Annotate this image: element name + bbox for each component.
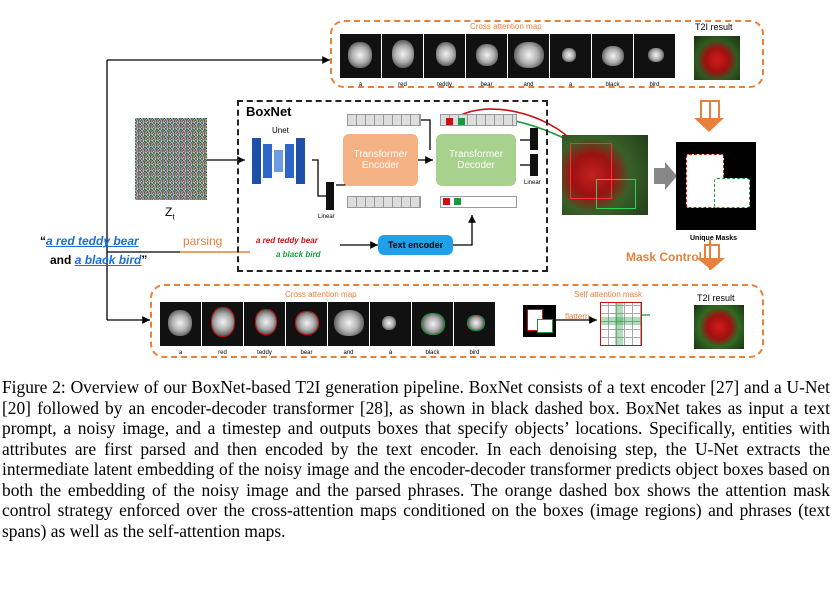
bottom-t2i-image — [694, 305, 744, 349]
mask-control-label: Mask Control — [626, 250, 703, 264]
attention-token-label: teddy — [437, 82, 452, 88]
unique-masks-label: Unique Masks — [690, 235, 738, 242]
orange-arrow-top-head — [694, 118, 724, 132]
attention-thumbnail — [634, 34, 675, 78]
top-attention-thumbnails: a red teddy bear and a black bird — [340, 34, 685, 94]
parsed-phrase-1: a red teddy bear — [256, 236, 318, 245]
top-attention-title: Cross attention map — [470, 22, 542, 31]
unique-masks-image — [676, 142, 756, 230]
bottom-attention-panel — [150, 284, 764, 358]
attention-thumbnail — [160, 302, 201, 346]
parsed-phrase-2: a black bird — [276, 250, 321, 259]
transformer-decoder: Transformer Decoder — [436, 134, 516, 186]
transformer-encoder: Transformer Encoder — [343, 134, 418, 186]
top-t2i-label: T2I result — [695, 22, 733, 32]
attention-token-label: black — [425, 350, 440, 356]
orange-arrow-bottom — [704, 244, 720, 262]
top-attention-panel — [330, 20, 764, 88]
attention-thumbnail — [328, 302, 369, 346]
unet-label: Unet — [272, 126, 289, 135]
unet-block — [250, 138, 312, 186]
attention-token-label: bear — [300, 350, 313, 356]
decoder-green-token — [458, 118, 465, 125]
attention-token-label: a — [358, 82, 363, 88]
attention-token-label: bird — [649, 82, 660, 88]
attention-thumbnail — [370, 302, 411, 346]
attention-thumbnail — [592, 34, 633, 78]
linear-bar-left — [326, 182, 334, 210]
attention-thumbnail — [244, 302, 285, 346]
decoder-red-token — [446, 118, 453, 125]
attention-thumbnail — [550, 34, 591, 78]
text-encoder: Text encoder — [378, 235, 453, 255]
figure-caption: Figure 2: Overview of our BoxNet-based T… — [2, 377, 830, 541]
attention-thumbnail — [424, 34, 465, 78]
prompt-text: “a red teddy bear and a black bird” — [40, 234, 148, 267]
orange-arrow-bottom-head — [697, 258, 725, 270]
attention-token-label: and — [523, 82, 534, 88]
output-image-with-boxes — [562, 135, 648, 215]
attention-thumbnail — [508, 34, 549, 78]
bottom-attention-title: Cross attention map — [285, 290, 357, 299]
attention-thumbnail — [454, 302, 495, 346]
linear-label-right: Linear — [524, 180, 541, 186]
grey-arrow-head — [665, 162, 677, 190]
attention-token-label: a — [388, 350, 393, 356]
attention-thumbnail — [412, 302, 453, 346]
linear-bar-right-2 — [530, 154, 538, 176]
self-attention-label: Self attention mask — [574, 290, 643, 299]
attention-token-label: black — [605, 82, 620, 88]
encoder-tokens-bottom — [347, 196, 421, 208]
noisy-image — [135, 118, 207, 200]
attention-thumbnail — [382, 34, 423, 78]
attention-thumbnail — [466, 34, 507, 78]
bottom-t2i-label: T2I result — [697, 293, 735, 303]
attention-token-label: teddy — [257, 350, 272, 356]
attention-token-label: a — [178, 350, 183, 356]
attention-token-label: and — [343, 350, 354, 356]
self-attention-mask-small — [523, 305, 556, 337]
boxnet-box — [237, 100, 548, 272]
linear-bar-right-1 — [530, 128, 538, 150]
attention-thumbnail — [286, 302, 327, 346]
orange-arrow-top — [700, 100, 720, 122]
noise-label: Zt — [165, 205, 175, 222]
attention-token-label: bird — [469, 350, 480, 356]
parsing-label: parsing — [183, 234, 223, 248]
attention-token-label: bear — [480, 82, 493, 88]
attention-token-label: a — [568, 82, 573, 88]
bottom-attention-thumbnails: a red teddy bear and a black bird — [160, 302, 505, 362]
attention-token-label: red — [398, 82, 407, 88]
attention-thumbnail — [202, 302, 243, 346]
self-attention-matrix — [600, 302, 642, 346]
top-t2i-image — [694, 36, 740, 80]
attention-thumbnail — [340, 34, 381, 78]
figure: Cross attention map T2I result a red teddy… — [40, 20, 764, 362]
encoder-tokens-top — [347, 114, 421, 126]
attention-token-label: red — [218, 350, 227, 356]
grey-arrow — [654, 168, 666, 184]
decoder-tokens-bottom — [440, 196, 517, 208]
flattern-label: flattern — [565, 312, 590, 321]
linear-label-left: Linear — [318, 214, 335, 220]
boxnet-label: BoxNet — [246, 104, 292, 119]
